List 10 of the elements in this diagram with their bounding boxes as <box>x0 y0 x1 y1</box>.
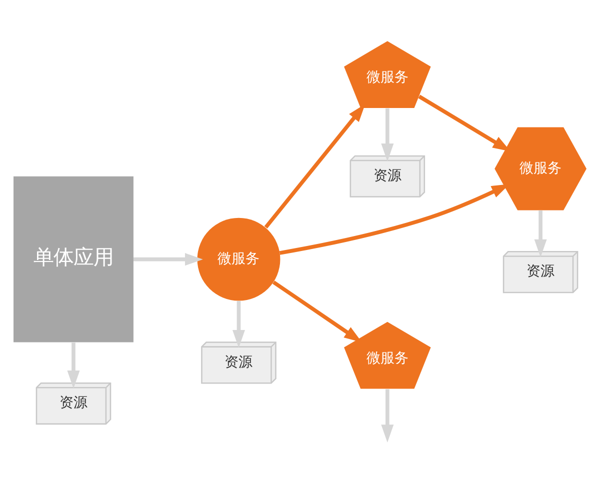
node-box: 单体应用 <box>14 176 134 342</box>
arrow <box>232 301 246 348</box>
arrow <box>264 104 366 229</box>
arrow <box>272 280 362 342</box>
arrow <box>67 342 80 388</box>
arrow <box>381 108 394 162</box>
arrow <box>534 210 547 258</box>
arrow <box>381 389 394 443</box>
arrow <box>134 253 203 266</box>
node-circle: 微服务 <box>197 218 280 301</box>
